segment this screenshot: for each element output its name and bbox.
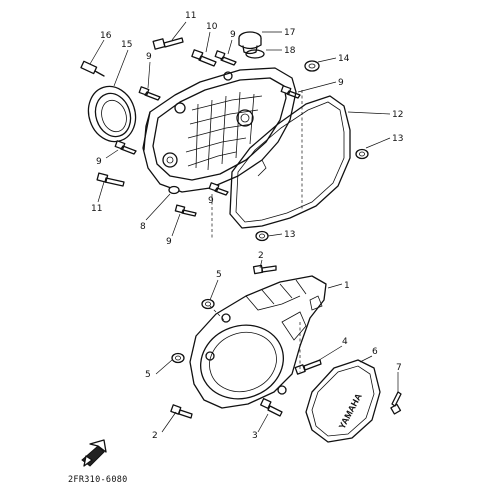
part-9-bolt-a: [214, 50, 237, 66]
callouts: 11 10 9 17 18 16 15 9 14 9 12 13 9 11 8 …: [91, 11, 403, 441]
callout-3: 3: [252, 431, 258, 441]
part-4-bolt: [294, 359, 322, 375]
part-9-bolt-d: [114, 140, 137, 155]
part-17-filler-plug: [238, 31, 262, 55]
callout-9-right: 9: [338, 78, 344, 88]
part-10-bolt: [191, 49, 217, 67]
part-8-dowel: [168, 185, 180, 195]
part-11-bolt-upper: [152, 37, 184, 50]
crankcase-cover-body: [142, 67, 297, 193]
part-6-emblem-cover: YAMAHA: [305, 359, 381, 443]
part-7-screw: [390, 391, 402, 415]
callout-15: 15: [121, 40, 132, 50]
callout-14: 14: [338, 54, 350, 64]
part-3-bolt: [260, 397, 283, 417]
callout-5-lower: 5: [145, 370, 151, 380]
part-9-bolt-e: [208, 182, 229, 196]
part-5-dowel-upper: [201, 298, 215, 310]
part-13-dowel-upper: [355, 148, 369, 160]
callout-6: 6: [372, 347, 378, 357]
callout-9-left-upper: 9: [146, 52, 152, 62]
part-9-bolt-b: [138, 86, 161, 101]
leader-lines: [89, 21, 399, 433]
part-9-bolt-f: [174, 204, 197, 217]
part-14-plug: [304, 60, 320, 72]
part-1-crankcase-cover: [189, 275, 327, 409]
callout-4: 4: [342, 337, 348, 347]
callout-10: 10: [206, 22, 218, 32]
callout-9-left-mid: 9: [96, 157, 102, 167]
part-13-dowel-lower: [255, 230, 269, 242]
callout-9-lower: 9: [166, 237, 172, 247]
part-2-bolt-upper: [252, 264, 277, 275]
callout-17: 17: [284, 28, 295, 38]
callout-11-top: 11: [185, 11, 196, 21]
callout-9-top: 9: [230, 30, 236, 40]
callout-2-lower: 2: [152, 431, 158, 441]
part-15-seal-cover: [87, 85, 137, 143]
callout-13-lower: 13: [284, 230, 295, 240]
callout-16: 16: [100, 31, 112, 41]
callout-9-center: 9: [208, 196, 214, 206]
callout-18: 18: [284, 46, 296, 56]
diagram-code: 2FR310-6080: [68, 475, 128, 484]
callout-13-upper: 13: [392, 134, 403, 144]
part-5-dowel-lower: [171, 352, 185, 364]
part-18-o-ring: [245, 49, 265, 59]
part-9-bolt-c: [280, 85, 301, 99]
part-11-bolt-lower: [96, 172, 125, 187]
callout-5-upper: 5: [216, 270, 222, 280]
front-direction-icon: [81, 439, 107, 467]
part-12-gasket: [229, 95, 351, 229]
callout-12: 12: [392, 110, 403, 120]
callout-1: 1: [344, 281, 350, 291]
part-2-bolt-lower: [170, 404, 193, 419]
part-16-bolt: [80, 60, 105, 77]
callout-8: 8: [140, 222, 146, 232]
callout-2-upper: 2: [258, 251, 264, 261]
callout-11-left: 11: [91, 204, 102, 214]
callout-7: 7: [396, 363, 402, 373]
